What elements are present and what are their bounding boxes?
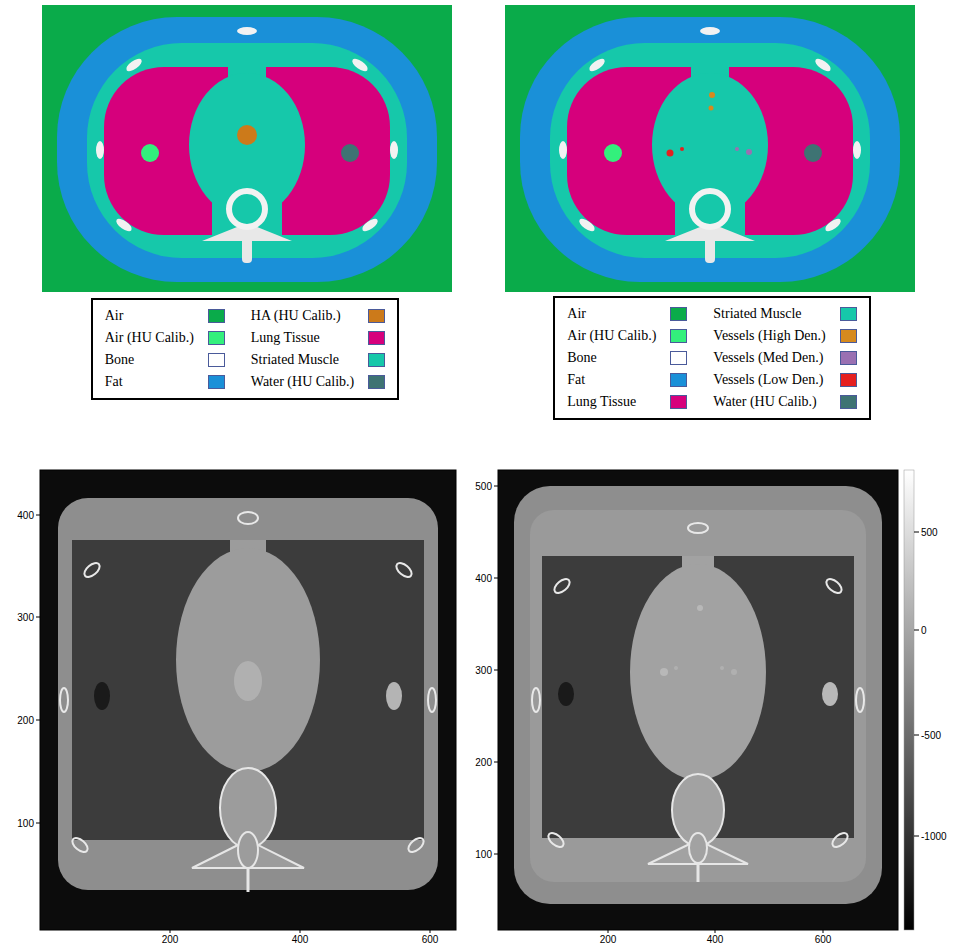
legend-entry: Vessels (High Den.) [713,328,856,344]
legend-box: AirAir (HU Calib.) BoneFat HA (HU Calib.) L… [91,298,400,400]
legend-swatch [840,329,857,343]
legend-entry: Bone [567,350,687,366]
legend-swatch [368,375,385,389]
legend-text: Air [105,308,124,324]
legend-text: Air (HU Calib.) [105,330,194,346]
axis-tick [494,670,498,671]
legend-swatch [208,309,225,323]
axis-label: 600 [815,934,832,945]
axis-tick [170,930,171,933]
legend-entry: Vessels (Low Den.) [713,372,856,388]
axis-label: 200 [17,715,34,726]
axis-label: 300 [17,612,34,623]
legend-text: Vessels (Low Den.) [713,372,823,388]
legend-swatch [670,351,687,365]
axis-label: 500 [475,481,492,492]
legend-entry: HA (HU Calib.) [251,308,385,324]
legend-entry: Water (HU Calib.) [251,374,385,390]
legend-text: Bone [567,350,597,366]
legend-swatch [840,373,857,387]
legend-text: HA (HU Calib.) [251,308,341,324]
legend-entry: Air (HU Calib.) [567,328,687,344]
legend-swatch [840,307,857,321]
axis-label: 100 [17,818,34,829]
legend-swatch [670,373,687,387]
axis-tick [823,930,824,933]
legend-entry: Air (HU Calib.) [105,330,225,346]
axis-tick [36,617,40,618]
legend-swatch [368,353,385,367]
legend-entry: Air [567,306,687,322]
legend-box: AirAir (HU Calib.) BoneFatLung Tissue Stri… [553,296,870,420]
axis-label: -1000 [921,831,947,842]
axis-label: 400 [17,510,34,521]
legend-entry: Bone [105,352,225,368]
legend-text: Striated Muscle [251,352,339,368]
axis-tick [494,578,498,579]
axis-label: 400 [292,934,309,945]
legend-swatch [368,331,385,345]
legend-text: Vessels (Med Den.) [713,350,823,366]
legend-swatch [208,331,225,345]
legend-swatch [840,351,857,365]
axis-tick [300,930,301,933]
axis-tick [494,486,498,487]
legend-text: Air (HU Calib.) [567,328,656,344]
axis-label: 0 [921,625,927,636]
legend-text: Lung Tissue [567,394,636,410]
legend-entry: Fat [567,372,687,388]
axis-label: 200 [475,757,492,768]
axis-tick [914,532,919,533]
legend-swatch [208,353,225,367]
axis-tick [494,854,498,855]
legend-text: Striated Muscle [713,306,801,322]
axis-tick [36,515,40,516]
legend-text: Air [567,306,586,322]
legend-column: AirAir (HU Calib.) BoneFatLung Tissue [567,306,687,410]
axis-label: 300 [475,665,492,676]
axis-tick [715,930,716,933]
legend-swatch [670,329,687,343]
legend-swatch [368,309,385,323]
legend-column: Striated MuscleVessels (High Den.) Vessel… [713,306,856,410]
axis-label: 400 [475,573,492,584]
axis-label: 600 [422,934,439,945]
legend-entry: Striated Muscle [713,306,856,322]
axis-tick [494,762,498,763]
axis-label: 100 [475,849,492,860]
axis-tick [608,930,609,933]
axis-tick [430,930,431,933]
axis-tick [914,836,919,837]
legend-entry: Lung Tissue [567,394,687,410]
legend-column: AirAir (HU Calib.) BoneFat [105,308,225,390]
legend-text: Bone [105,352,135,368]
axis-label: -500 [921,730,941,741]
legend-column: HA (HU Calib.) Lung TissueStriated Muscle… [251,308,385,390]
axis-tick [36,823,40,824]
legend-text: Water (HU Calib.) [713,394,816,410]
axis-label: 400 [707,934,724,945]
legend-text: Lung Tissue [251,330,320,346]
axis-tick [914,735,919,736]
legend-swatch [208,375,225,389]
legend-swatch [670,395,687,409]
legend-entry: Air [105,308,225,324]
legend-entry: Lung Tissue [251,330,385,346]
legend-entry: Vessels (Med Den.) [713,350,856,366]
legend-text: Water (HU Calib.) [251,374,354,390]
legend-entry: Fat [105,374,225,390]
axis-tick [36,720,40,721]
axis-tick [914,630,919,631]
legend-entry: Striated Muscle [251,352,385,368]
axis-label: 500 [921,527,938,538]
axis-label: 200 [600,934,617,945]
legend-entry: Water (HU Calib.) [713,394,856,410]
legend-text: Fat [105,374,123,390]
legend-text: Fat [567,372,585,388]
legend-swatch [670,307,687,321]
legend-swatch [840,395,857,409]
legend-text: Vessels (High Den.) [713,328,825,344]
axis-label: 200 [162,934,179,945]
